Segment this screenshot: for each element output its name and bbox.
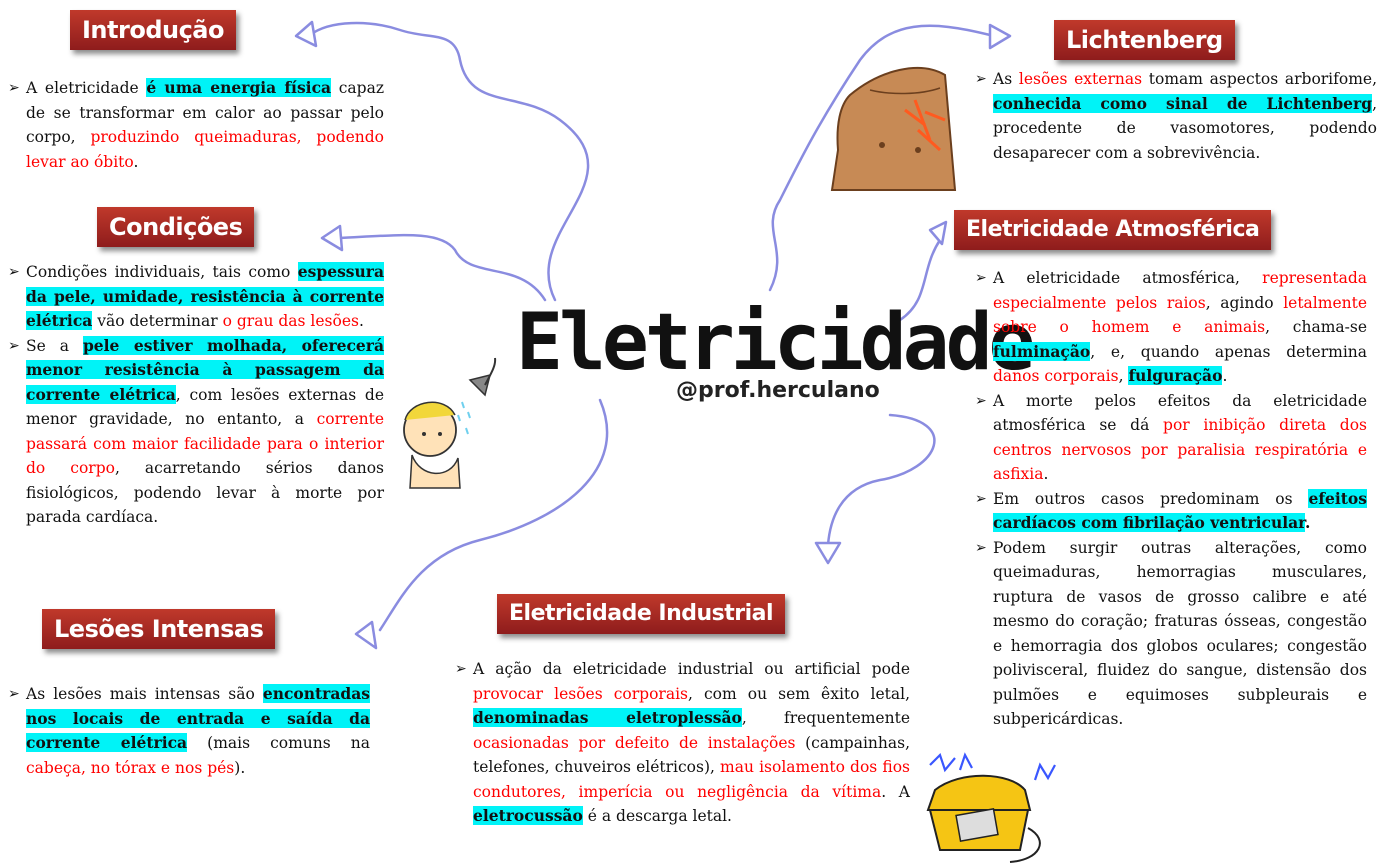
arrow-intro (308, 21, 590, 302)
arrow-heads (294, 20, 1012, 650)
atmosferica-bullet-3: Em outros casos predominam os efeitos ca… (975, 487, 1367, 536)
arrow-head-condicoes (320, 224, 344, 252)
intro-r1: produzindo queimaduras, podendo levar ao… (26, 128, 385, 171)
ind-r3: mau isolamento dos fios condutores, impe… (473, 758, 910, 801)
atm2-t2: . (1043, 465, 1049, 483)
ind-t5: . A (881, 782, 910, 801)
intro-t2: capaz de se transformar em calor ao pass… (26, 79, 384, 146)
atm3-t1: Em outros casos predominam os (993, 489, 1309, 508)
lesoes-bullet: As lesões mais intensas são encontradas … (8, 682, 370, 780)
arrow-lesoes (378, 398, 609, 632)
shower-person-icon (403, 357, 497, 489)
licht-t2: tomam aspectos arborifome, (1142, 70, 1378, 88)
intro-t3: . (133, 152, 139, 171)
licht-h1: conhecida como sinal de Lichtenberg (993, 93, 1373, 113)
intro-text: A eletricidade é uma energia física capa… (8, 76, 384, 174)
atm1-r1: representada especialmente pelos raios (993, 269, 1367, 312)
ind-h1: denominadas eletroplessão (473, 708, 742, 727)
lichtenberg-bullet: As lesões externas tomam aspectos arbori… (975, 67, 1377, 165)
atm2-t1: A morte pelos efeitos da eletricidade at… (993, 391, 1367, 435)
cond1-t3: . (358, 312, 364, 330)
ind-t3: , frequentemente (741, 709, 910, 727)
arrow-atmosferica (898, 238, 942, 322)
cond2-t2: , com lesões externas de menor gravidade… (26, 385, 384, 429)
atm1-t3: , chama-se (1265, 318, 1368, 336)
atm1-t5: , (1118, 367, 1129, 385)
arrow-head-lesoes (354, 620, 378, 650)
main-title: Eletricidade (516, 298, 1036, 388)
atm1-r2: letalmente sobre o homem e animais (993, 293, 1368, 337)
atm1-r3: danos corporais (993, 367, 1119, 385)
atm1-t4: , e, quando apenas determina (1090, 342, 1367, 361)
title-condicoes: Condições (97, 207, 255, 247)
author-handle: @prof.herculano (676, 378, 880, 403)
title-eletricidade-industrial: Eletricidade Industrial (497, 594, 786, 634)
industrial-bullet: A ação da eletricidade industrial ou art… (455, 657, 910, 829)
licht-r1: lesões externas (1018, 70, 1143, 88)
atm1-h1: fulminação (993, 341, 1091, 361)
ind-t1: A ação da eletricidade industrial ou art… (473, 660, 910, 678)
ind-t4: (campainhas, telefones, chuveiros elétri… (473, 733, 911, 777)
atm1-h2: fulguração (1128, 366, 1223, 385)
cond2-r1: corrente passará com maior facilidade pa… (26, 410, 384, 477)
atm1-t6: . (1222, 367, 1228, 385)
ind-r2: ocasionadas por defeito de instalações (473, 733, 796, 752)
atmosferica-bullet-1: A eletricidade atmosférica, representada… (975, 266, 1367, 389)
atm1-t2: , agindo (1205, 293, 1284, 312)
atm3-t2: . (1304, 513, 1311, 532)
condicoes-bullet-1: Condições individuais, tais como espessu… (8, 260, 384, 334)
ind-t6: é a descarga letal. (582, 807, 732, 825)
title-introducao: Introdução (70, 10, 236, 50)
title-lichtenberg: Lichtenberg (1054, 20, 1235, 60)
torso-icon (830, 67, 957, 191)
licht-t1: As (993, 70, 1019, 88)
lichtenberg-text: As lesões externas tomam aspectos arbori… (975, 67, 1377, 165)
ind-r1: provocar lesões corporais (473, 684, 688, 703)
cond1-r1: o grau das lesões (222, 312, 359, 330)
atm1-t1: A eletricidade atmosférica, (993, 269, 1263, 287)
intro-h1: é uma energia física (146, 78, 332, 97)
ind-t2: , com ou sem êxito letal, (688, 684, 911, 703)
industrial-text: A ação da eletricidade industrial ou art… (455, 657, 910, 829)
arrow-condicoes (338, 233, 547, 302)
atmosferica-text: A eletricidade atmosférica, representada… (975, 266, 1367, 732)
cond1-t2: vão determinar (92, 312, 223, 330)
telephone-icon (926, 752, 1056, 863)
arrow-head-intro (294, 20, 318, 48)
licht-t3: , procedente de vasomotores, podendo des… (993, 94, 1377, 162)
lesoes-r1: cabeça, no tórax e nos pés (26, 758, 235, 777)
arrow-lines (308, 21, 992, 632)
atm2-r1: por inibição direta dos centros nervosos… (993, 416, 1367, 483)
atmosferica-bullet-4: Podem surgir outras alterações, como que… (975, 536, 1367, 732)
arrow-head-lichtenberg (988, 23, 1012, 50)
lesoes-text: As lesões mais intensas são encontradas … (8, 682, 370, 780)
arrow-head-atmosferica (928, 220, 948, 246)
intro-t1: A eletricidade (26, 79, 147, 97)
lesoes-t3: ). (234, 758, 246, 777)
atm4-t1: Podem surgir outras alterações, como que… (993, 538, 1367, 729)
cond2-t1: Se a (26, 336, 83, 355)
arrow-industrial (826, 413, 936, 547)
title-eletricidade-atmosferica: Eletricidade Atmosférica (954, 210, 1272, 250)
condicoes-bullet-2: Se a pele estiver molhada, oferecerá men… (8, 334, 385, 530)
condicoes-text: Condições individuais, tais como espessu… (8, 260, 385, 530)
atmosferica-bullet-2: A morte pelos efeitos da eletricidade at… (975, 389, 1367, 487)
title-lesoes-intensas: Lesões Intensas (42, 609, 276, 649)
arrow-head-industrial (814, 541, 842, 565)
lesoes-t1: As lesões mais intensas são (26, 685, 263, 703)
arrow-lichtenberg (768, 24, 992, 292)
intro-bullet: A eletricidade é uma energia física capa… (8, 76, 384, 174)
cond2-t3: , acarretando sérios danos fisiológicos,… (26, 459, 385, 526)
cond1-t1: Condições individuais, tais como (26, 263, 298, 281)
ind-h2: eletrocussão (473, 806, 583, 825)
lesoes-t2: (mais comuns na (187, 734, 370, 752)
